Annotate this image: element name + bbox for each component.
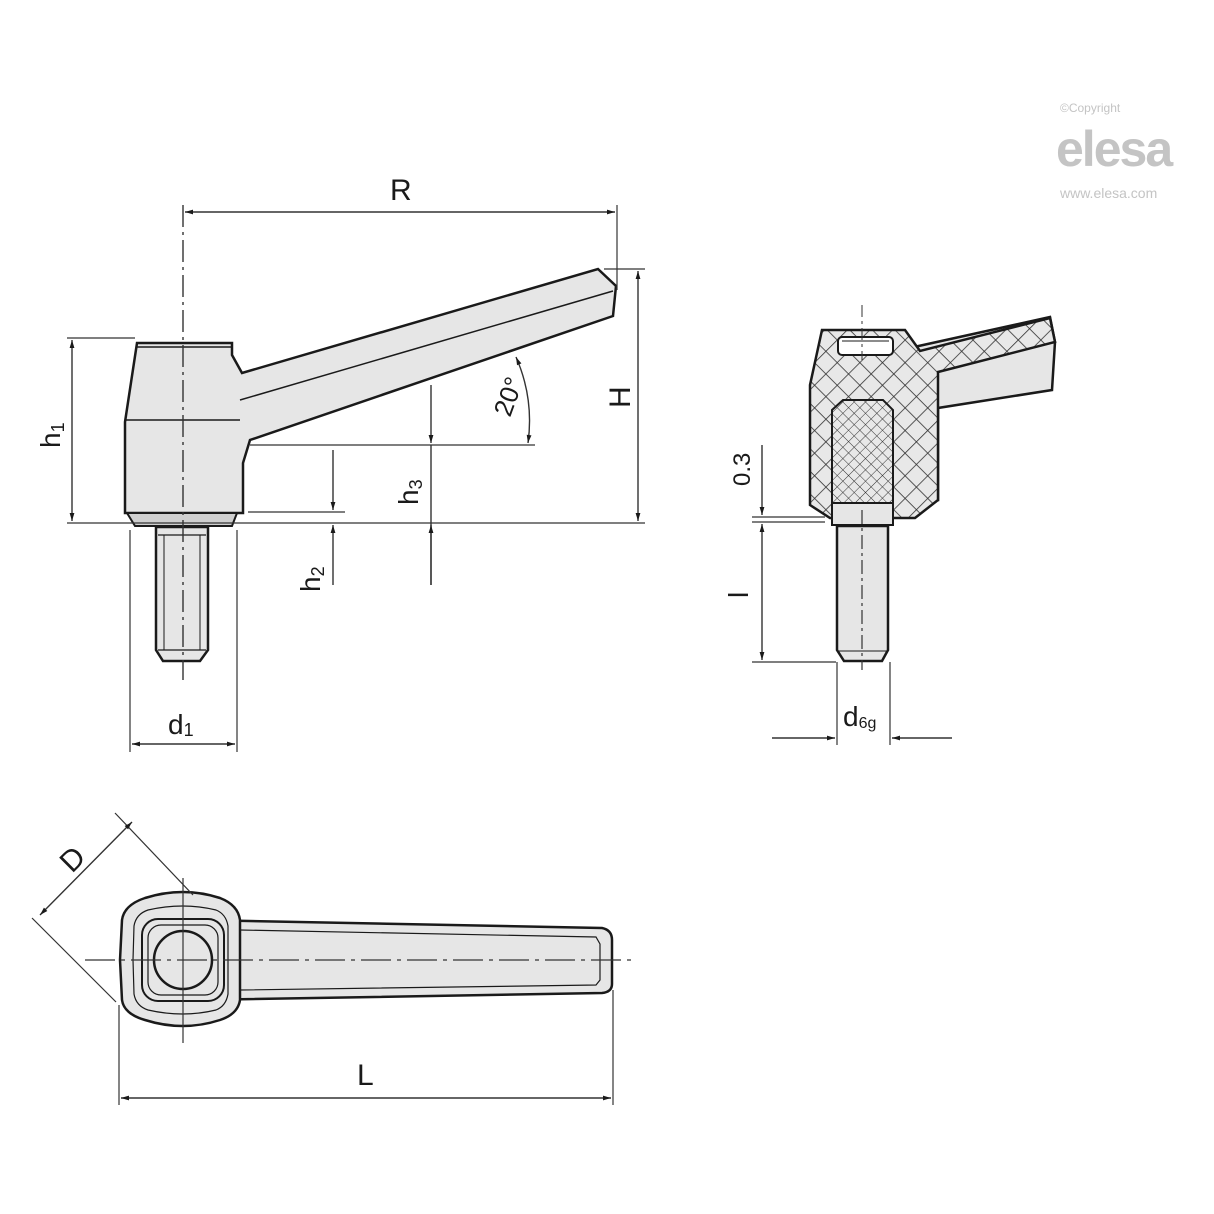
- collar: [125, 512, 239, 527]
- threaded-insert: [831, 399, 894, 504]
- top-view: [31, 812, 632, 1105]
- label-D: D: [54, 840, 93, 879]
- section-view-labels: 0.3 l d6g: [723, 453, 876, 732]
- dim-angle: [515, 356, 532, 444]
- label-R: R: [390, 174, 412, 207]
- section-view: [752, 305, 1057, 745]
- side-view: [67, 205, 645, 752]
- brand-logo: elesa: [1056, 121, 1174, 177]
- label-angle: 20°: [487, 373, 529, 420]
- label-d1: d1: [168, 709, 194, 740]
- website-url: www.elesa.com: [1059, 185, 1157, 201]
- svg-text:d6g: d6g: [843, 701, 876, 732]
- svg-text:d1: d1: [168, 709, 194, 740]
- threaded-stud: [154, 525, 210, 663]
- top-arm: [198, 918, 614, 1002]
- label-L: L: [357, 1059, 374, 1092]
- label-d6g: d6g: [843, 701, 876, 732]
- svg-text:h2: h2: [295, 566, 328, 592]
- lever-arm: [123, 267, 618, 515]
- label-gap: 0.3: [729, 453, 756, 486]
- elesa-watermark: ©Copyright elesa www.elesa.com: [1056, 101, 1176, 201]
- label-h3: h3: [393, 479, 426, 505]
- label-l: l: [723, 592, 754, 598]
- copyright-text: ©Copyright: [1060, 101, 1121, 115]
- label-h1: h1: [35, 422, 68, 448]
- svg-text:h1: h1: [35, 422, 68, 448]
- svg-text:h3: h3: [393, 479, 426, 505]
- label-h2: h2: [295, 566, 328, 592]
- side-view-labels: R H h1 h2 h3 20° d1: [35, 174, 637, 740]
- label-H: H: [604, 386, 637, 408]
- dim-D: [39, 821, 133, 916]
